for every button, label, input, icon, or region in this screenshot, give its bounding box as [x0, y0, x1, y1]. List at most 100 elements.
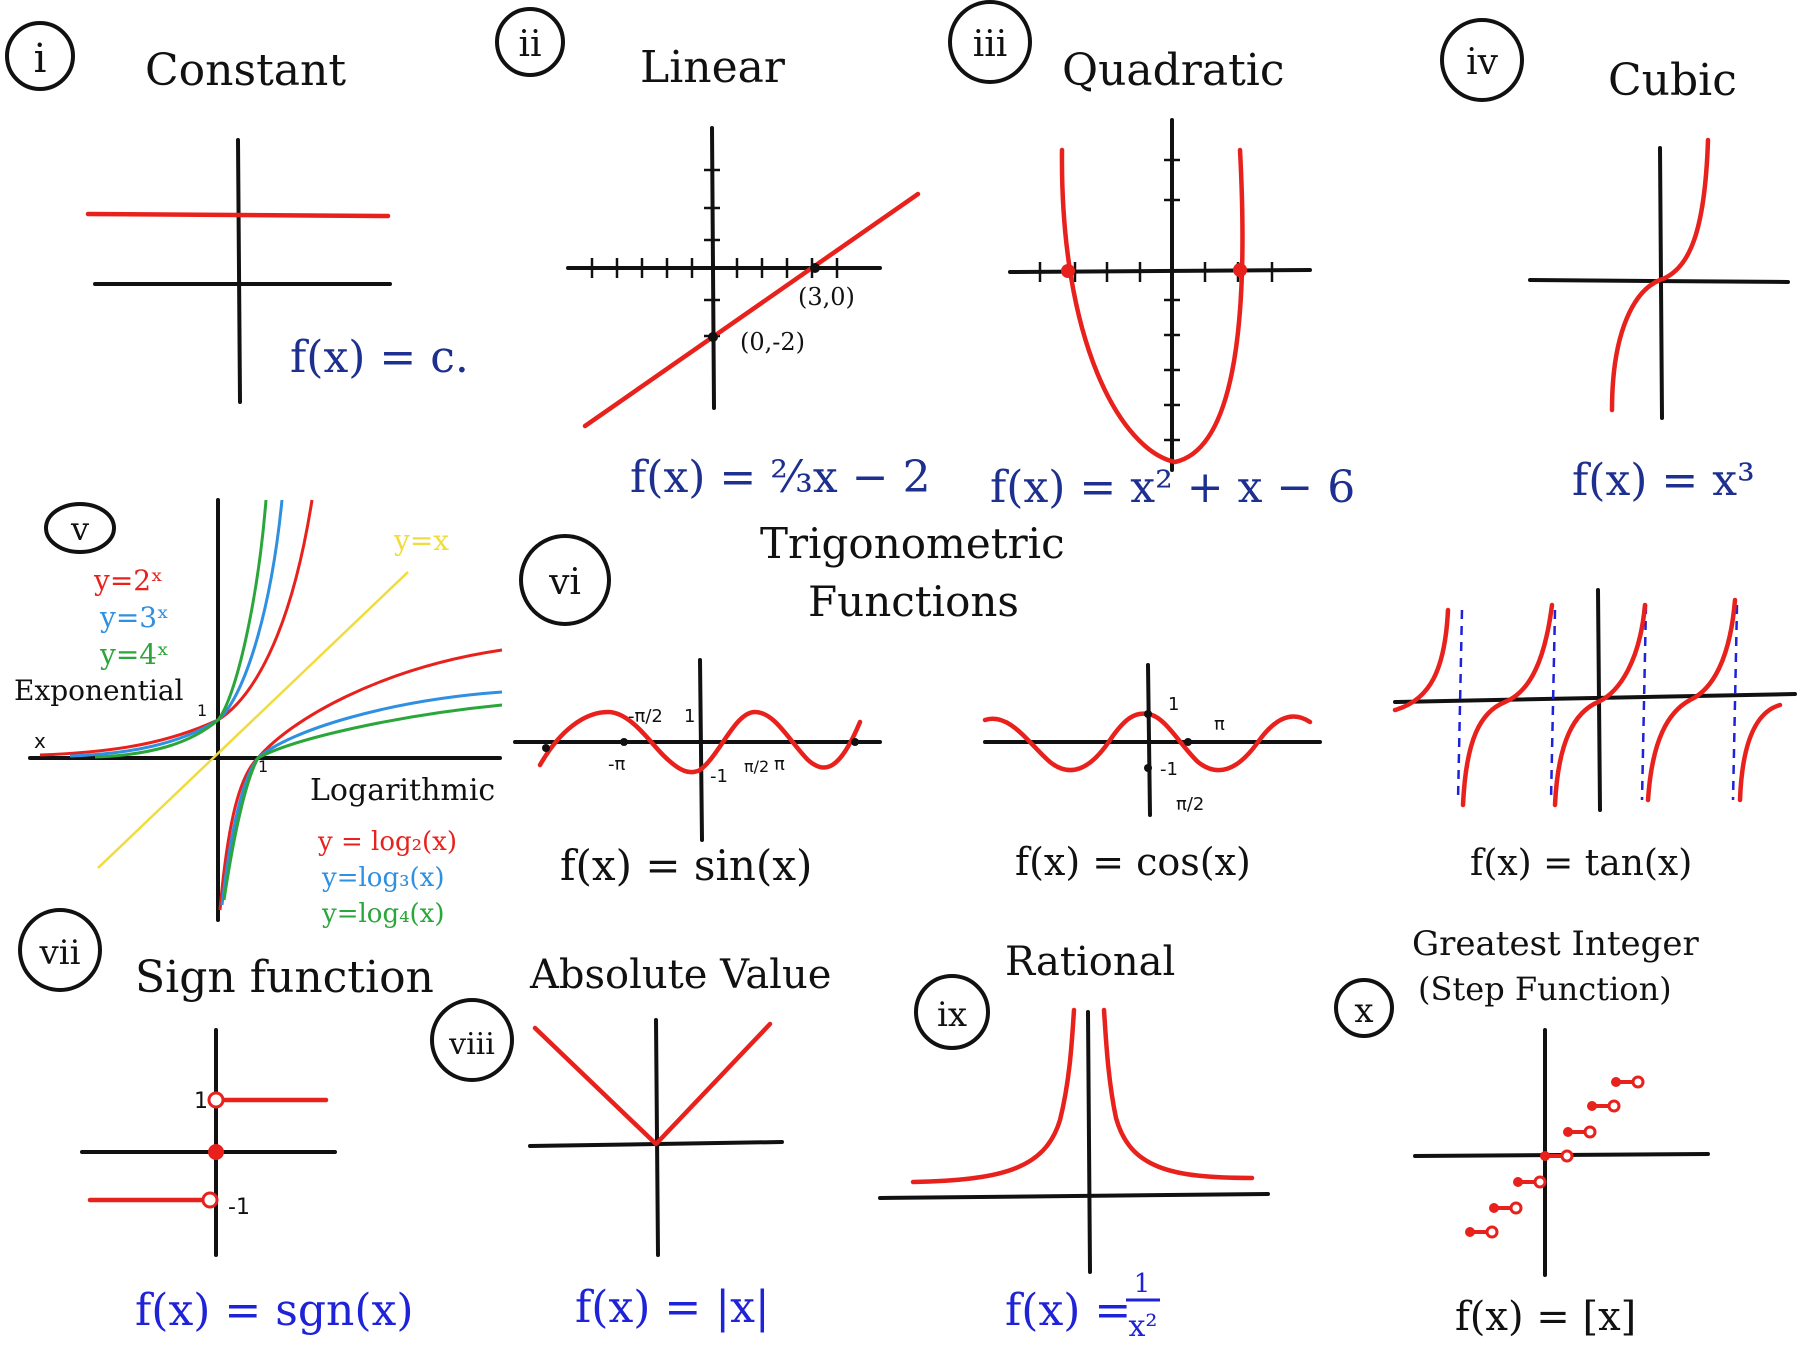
y-axis [1086, 1010, 1092, 1274]
step-segment [1489, 1201, 1523, 1215]
log-curve-base2 [218, 648, 503, 911]
formula: f(x) = cos(x) [1015, 840, 1251, 884]
numeral: iii [973, 24, 1008, 65]
x-axis [1008, 268, 1312, 274]
y-axis [1658, 146, 1664, 420]
fraction-denominator: x² [1129, 1309, 1158, 1344]
numeral: iv [1466, 42, 1499, 83]
tick-label-neg: -1 [228, 1195, 250, 1220]
numeral-circle [519, 534, 611, 626]
trig-heading-line2: Functions [808, 577, 1019, 626]
parabola-curve [1059, 147, 1245, 465]
y-axis [1146, 663, 1152, 817]
step-segment [1587, 1099, 1621, 1113]
exp-label-base2: y=2ˣ [93, 564, 163, 597]
log-label-base3: y=log₃(x) [321, 863, 444, 893]
exponential-label: Exponential [14, 674, 184, 707]
rational-right-branch [1101, 1007, 1255, 1181]
numeral: vii [39, 933, 81, 973]
numeral-circle [430, 998, 514, 1082]
y-axis-ticks [1164, 158, 1180, 442]
step-segments [1465, 1075, 1645, 1239]
cos-zero-point [1184, 738, 1192, 746]
panel-title: Quadratic [1062, 45, 1284, 96]
numeral-circle [5, 21, 75, 91]
rational-left-branch [910, 1007, 1077, 1185]
cos-trough-point [1144, 764, 1152, 772]
panel-title: Constant [145, 45, 346, 96]
numeral: ii [518, 24, 541, 65]
logarithmic-label: Logarithmic [310, 773, 495, 808]
panel-absolute: viii Absolute Value f(x) = |x| [430, 952, 831, 1333]
formula: f(x) = sgn(x) [135, 1285, 414, 1336]
y-intercept-label: (0,-2) [740, 328, 805, 356]
y-axis [698, 658, 704, 842]
panel-quadratic: iii Quadratic f(x) = x² + x − 6 [948, 0, 1355, 513]
panel-cubic: iv Cubic f(x) = x³ [1440, 18, 1790, 506]
sin-zero-point [620, 738, 628, 746]
numeral-circle [1334, 978, 1394, 1038]
cos-tick-label: 1 [1168, 694, 1179, 715]
cubic-curve [1609, 137, 1711, 413]
numeral-circle [495, 7, 565, 77]
tan-branch [1552, 602, 1648, 808]
y-axis [654, 1018, 660, 1257]
formula: f(x) = x² + x − 6 [990, 462, 1355, 513]
tan-branch [1645, 597, 1738, 803]
log-label-base2: y = log₂(x) [317, 827, 457, 857]
identity-label: y=x [393, 524, 449, 557]
sin-tick-label: -π/2 [628, 706, 663, 727]
exp-label-base4: y=4ˣ [99, 638, 169, 671]
tan-branch [1392, 607, 1451, 713]
panel-title: Linear [640, 42, 786, 93]
numeral: v [70, 510, 89, 548]
sin-graph: -π/2 1 -π -1 π/2 π f(x) = sin(x) [513, 658, 882, 890]
formula: f(x) = tan(x) [1470, 843, 1692, 884]
panel-linear: ii Linear (3,0) (0,-2) f(x) = ⅔x − 2 [495, 7, 931, 503]
step-segment [1540, 1149, 1574, 1163]
x-axis-ticks [590, 258, 839, 278]
open-point [207, 1091, 225, 1109]
tick-one-x: 1 [258, 757, 268, 776]
numeral: ix [937, 995, 967, 1035]
formula: f(x) = c. [290, 332, 469, 383]
trig-heading-line1: Trigonometric [760, 519, 1065, 568]
numeral: viii [448, 1027, 495, 1062]
tan-branch [1460, 602, 1555, 808]
tick-label-pos: 1 [194, 1089, 208, 1114]
x-intercept-point [810, 263, 820, 273]
tan-asymptotes [1456, 604, 1739, 801]
x-axis [878, 1192, 1270, 1200]
numeral: vi [548, 562, 581, 603]
log-curve-base3 [220, 690, 503, 906]
x-axis-ticks [1038, 262, 1274, 282]
cos-tick-label: π/2 [1176, 794, 1204, 815]
formula: f(x) = ⅔x − 2 [630, 452, 931, 503]
constant-line [85, 211, 391, 219]
root-left-point [1061, 264, 1075, 278]
formula: f(x) = x³ [1572, 455, 1755, 506]
tick-one-y: 1 [197, 701, 207, 720]
formula: f(x) = sin(x) [560, 841, 812, 890]
numeral-circle [18, 908, 102, 992]
panel-sign: vii Sign function 1 -1 f(x) = sgn(x) [18, 908, 434, 1336]
absolute-value-curve [532, 1021, 773, 1147]
sin-curve [537, 709, 863, 775]
sin-tick-label: π/2 [744, 757, 769, 776]
formula: f(x) = |x| [575, 1282, 770, 1333]
step-segment [1465, 1225, 1499, 1239]
step-segment [1611, 1075, 1645, 1089]
panel-title: Sign function [135, 952, 434, 1003]
numeral-circle [1440, 18, 1524, 102]
formula: f(x) = [x] [1455, 1294, 1636, 1340]
root-right-point [1233, 263, 1247, 277]
formula-left: f(x) = [1005, 1285, 1131, 1336]
panel-greatest-integer: x Greatest Integer (Step Function) [1334, 924, 1710, 1340]
y-axis [236, 138, 242, 404]
tan-graph: f(x) = tan(x) [1392, 588, 1797, 884]
open-point [201, 1191, 219, 1209]
x-axis [1393, 692, 1797, 704]
panel-title-line1: Greatest Integer [1412, 924, 1700, 964]
log-label-base4: y=log₄(x) [321, 899, 444, 929]
